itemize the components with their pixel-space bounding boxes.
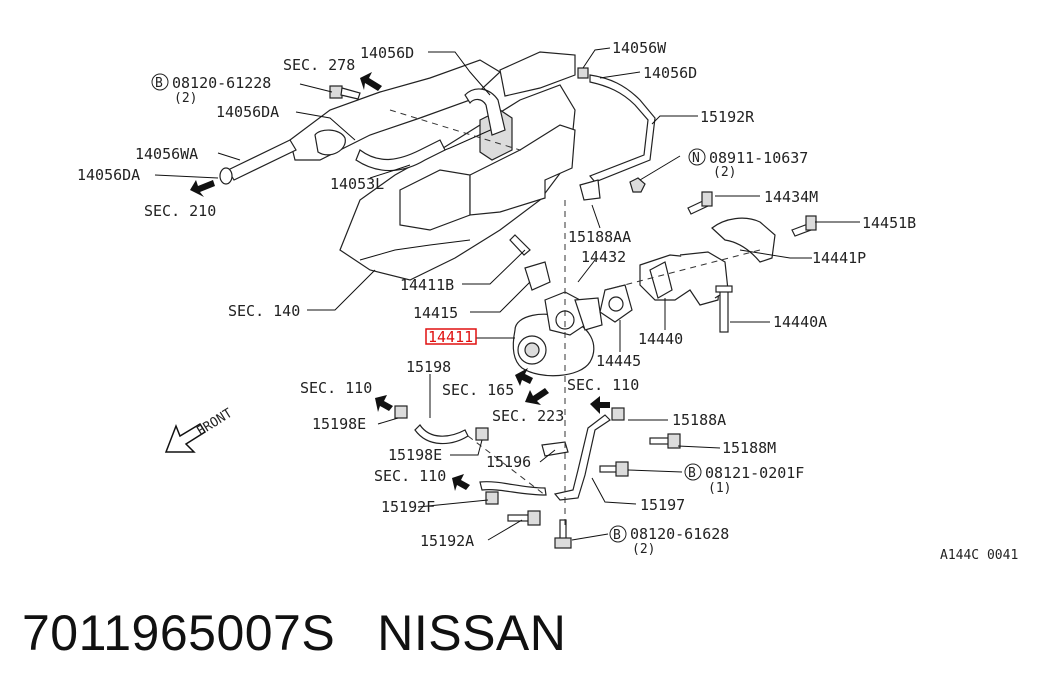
label-14451B: 14451B: [862, 214, 916, 232]
label-14056D-right: 14056D: [643, 64, 697, 82]
arrow-sec-223: [525, 388, 549, 405]
exhaust-outlet-14440: [639, 251, 729, 306]
water-hose-14056WA: [219, 139, 297, 185]
label-14411B: 14411B: [400, 276, 454, 294]
svg-text:N: N: [692, 151, 700, 166]
bracket-15196: [541, 441, 569, 457]
label-08120-61228-qty: (2): [174, 91, 197, 106]
label-14056DA-a: 14056DA: [216, 103, 279, 121]
bolt-08120-61628: [554, 519, 572, 549]
label-15198E-a: 15198E: [312, 415, 366, 433]
label-14056D-top: 14056D: [360, 44, 414, 62]
label-14056DA-b: 14056DA: [77, 166, 140, 184]
label-14440A: 14440A: [773, 313, 827, 331]
label-08121-0201F-qty: (1): [708, 481, 731, 496]
bolt-15192A: [507, 510, 541, 526]
arrow-sec-110-turbo: [590, 396, 610, 414]
label-15192A: 15192A: [420, 532, 474, 550]
label-15188AA: 15188AA: [568, 228, 631, 246]
label-14053L: 14053L: [330, 175, 384, 193]
bolt-08121-0201F: [599, 461, 629, 477]
label-08911-10637: 08911-10637: [709, 149, 808, 167]
footer: 7011965007S NISSAN: [22, 598, 566, 668]
label-14445: 14445: [596, 352, 641, 370]
label-08121-0201F: 08121-0201F: [705, 464, 804, 482]
arrow-sec-110-left: [375, 395, 393, 412]
gasket-14415: [524, 261, 551, 291]
bolt-14451B: [791, 215, 817, 237]
label-15198: 15198: [406, 358, 451, 376]
svg-text:B: B: [155, 76, 163, 91]
part-number: 7011965007S: [22, 605, 336, 661]
label-sec-140: SEC. 140: [228, 302, 300, 320]
label-14411-highlighted[interactable]: 14411: [428, 328, 473, 346]
label-14434M: 14434M: [764, 188, 818, 206]
label-15188A: 15188A: [672, 411, 726, 429]
svg-text:B: B: [613, 528, 621, 543]
label-14056W: 14056W: [612, 39, 667, 57]
leader-lines: [154, 47, 860, 541]
centerline-manifold: [389, 109, 521, 151]
arrow-sec-110-bottom: [452, 474, 470, 491]
stud-14440A: [715, 285, 733, 333]
label-15198E-b: 15198E: [388, 446, 442, 464]
oil-pipe-15197: [479, 407, 625, 505]
label-14440: 14440: [638, 330, 683, 348]
label-15196: 15196: [486, 453, 531, 471]
intake-manifold: [289, 51, 576, 281]
bolt-symbol-08120-61228: B: [151, 73, 169, 91]
oil-hose-15198: [394, 405, 489, 445]
arrow-sec-278: [360, 72, 382, 91]
nut-08911-10637: [629, 177, 646, 193]
label-08120-61628: 08120-61628: [630, 525, 729, 543]
bolt-14434M: [687, 191, 713, 215]
gasket-14445: [599, 284, 633, 323]
label-14056WA: 14056WA: [135, 145, 198, 163]
label-sec-223: SEC. 223: [492, 407, 564, 425]
water-pipe-15192R: [577, 67, 656, 201]
heat-shield-14441P: [711, 217, 776, 263]
label-sec-165: SEC. 165: [442, 381, 514, 399]
label-15197: 15197: [640, 496, 685, 514]
front-direction-indicator: FRONT: [164, 406, 235, 453]
label-08120-61228: 08120-61228: [172, 74, 271, 92]
arrow-sec-210: [190, 180, 215, 197]
label-sec-110-turbo: SEC. 110: [567, 376, 639, 394]
label-sec-210: SEC. 210: [144, 202, 216, 220]
svg-text:B: B: [688, 466, 696, 481]
arrow-sec-165: [515, 368, 533, 386]
figure-code: A144C 0041: [940, 548, 1018, 563]
parts-diagram: FRONT 14056D S: [77, 39, 1018, 563]
bolt-symbol-08121-0201F: B: [684, 463, 702, 481]
label-sec-110-left: SEC. 110: [300, 379, 372, 397]
label-14432: 14432: [581, 248, 626, 266]
bolt-15188M: [649, 433, 681, 449]
label-sec-278: SEC. 278: [283, 56, 355, 74]
label-14441P: 14441P: [812, 249, 866, 267]
front-label: FRONT: [194, 406, 235, 440]
nut-symbol-08911-10637: N: [688, 148, 706, 166]
exploded-view-drawing: FRONT 14056D S: [77, 39, 1018, 563]
highlight-box-14411[interactable]: [425, 328, 477, 345]
label-14415: 14415: [413, 304, 458, 322]
stud-14411B: [509, 234, 531, 256]
brand-name: NISSAN: [377, 605, 567, 661]
label-sec-110-bottom: SEC. 110: [374, 467, 446, 485]
label-15192F: 15192F: [381, 498, 435, 516]
bolt-symbol-08120-61628: B: [609, 525, 627, 543]
label-15192R: 15192R: [700, 108, 755, 126]
label-15188M: 15188M: [722, 439, 776, 457]
bolt-08120-61228: [329, 85, 361, 100]
label-08911-10637-qty: (2): [713, 165, 736, 180]
turbocharger-14411: [512, 291, 603, 377]
label-08120-61628-qty: (2): [632, 542, 655, 557]
water-hose-upper: [355, 88, 506, 172]
centerline-outlet: [604, 249, 761, 291]
